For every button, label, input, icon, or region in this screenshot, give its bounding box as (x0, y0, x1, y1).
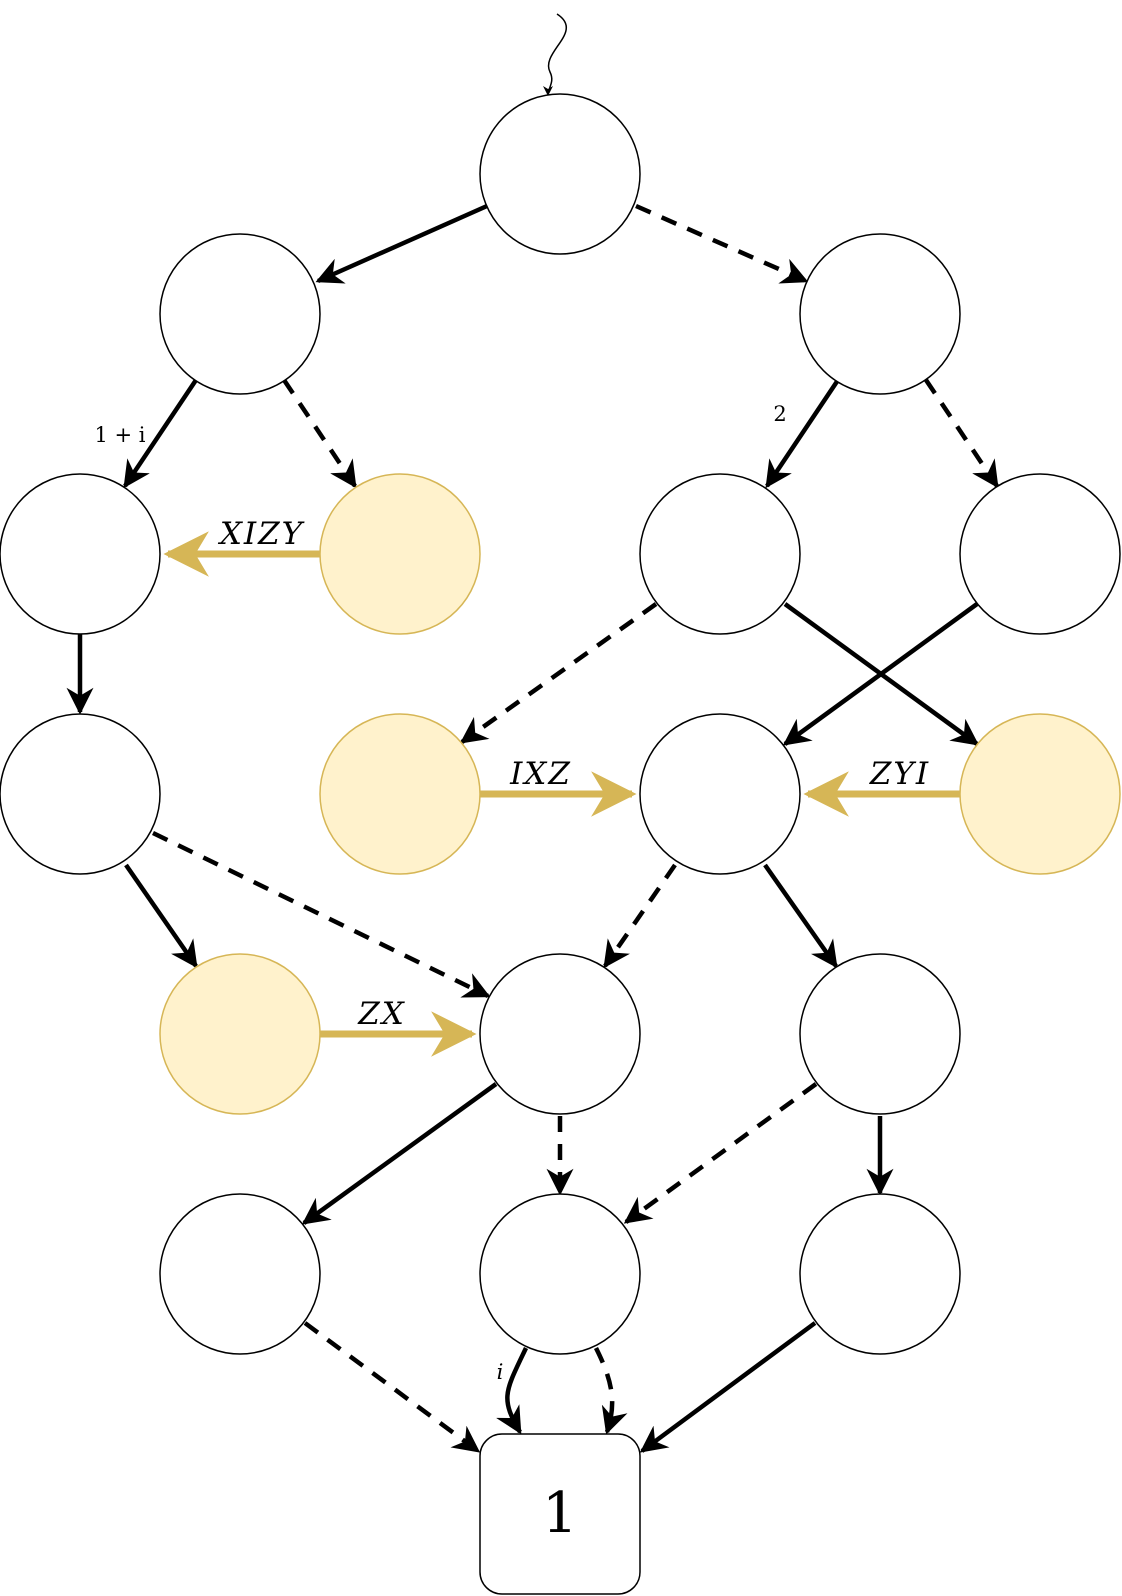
gate-label-ixz: IXZ (509, 756, 572, 792)
edge-r5-to-c6 (623, 1082, 818, 1224)
node-r3-highlighted[interactable] (959, 713, 1121, 875)
edge-r1-to-r2b (924, 378, 999, 489)
weight-label-bottom: i (497, 1360, 504, 1384)
edge-c6-to-terminal-dashed (593, 1346, 628, 1435)
edge-l3-to-c5 (152, 830, 491, 999)
node-l3[interactable] (0, 713, 161, 875)
node-l2a[interactable] (0, 473, 161, 635)
edge-r2a-to-mid-yellow (459, 602, 658, 744)
terminal-label: 1 (542, 1481, 578, 1546)
weight-label-left: 1 + i (94, 423, 145, 447)
edge-r2b-to-center (782, 602, 979, 746)
edge-c6-to-terminal-solid (496, 1347, 529, 1435)
weight-label-right: 2 (773, 402, 786, 426)
edge-l3-to-yellow (124, 863, 198, 969)
edge-r1-to-r2a (765, 378, 840, 489)
node-r1[interactable] (799, 233, 961, 395)
node-c6[interactable] (479, 1193, 641, 1355)
edge-l6-to-terminal (303, 1321, 481, 1453)
node-root[interactable] (479, 93, 641, 255)
node-c5[interactable] (479, 953, 641, 1115)
node-r6[interactable] (799, 1193, 961, 1355)
node-l2b-highlighted[interactable] (319, 473, 481, 635)
edge-l1-to-l2a (123, 378, 198, 489)
node-l6[interactable] (159, 1193, 321, 1355)
gate-label-zyi: ZYI (869, 756, 930, 792)
gate-label-xizy: XIZY (218, 516, 305, 552)
edge-r6-to-terminal (639, 1321, 817, 1453)
node-l1[interactable] (159, 233, 321, 395)
node-r5[interactable] (799, 953, 961, 1115)
node-m3-highlighted[interactable] (319, 713, 481, 875)
edge-l1-to-l2b (282, 378, 357, 489)
terminal-node[interactable] (479, 1433, 641, 1595)
edge-root-to-r1 (635, 203, 809, 284)
edge-root-to-l1 (315, 203, 488, 284)
node-r2a[interactable] (639, 473, 801, 635)
node-r2b[interactable] (959, 473, 1121, 635)
node-c4[interactable] (639, 713, 801, 875)
node-l5-highlighted[interactable] (159, 953, 321, 1115)
edge-c5-to-l6 (301, 1082, 498, 1225)
entry-arrow (543, 13, 567, 96)
gate-label-zx: ZX (357, 996, 406, 1032)
edge-c4-to-c5 (603, 863, 677, 969)
edge-c4-to-r5 (763, 863, 838, 969)
